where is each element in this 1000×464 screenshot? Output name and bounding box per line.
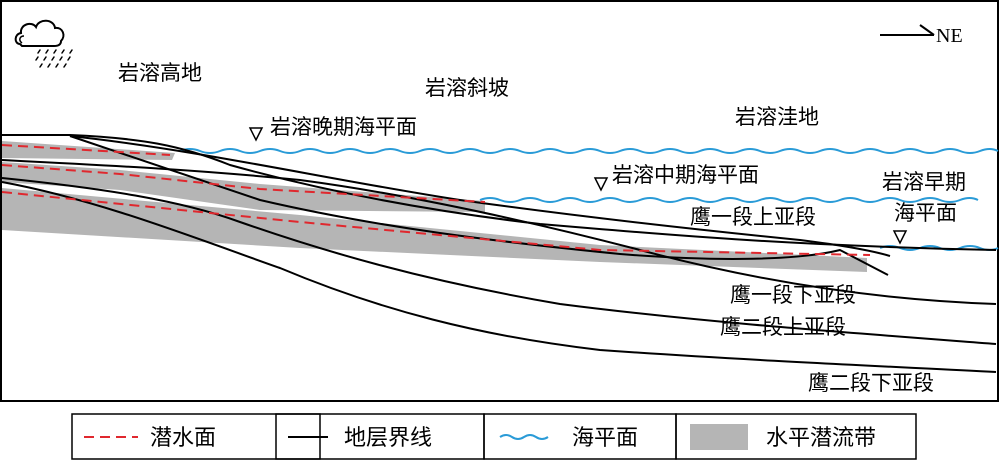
legend-label-sea-level: 海平面 — [572, 426, 638, 451]
legend-box-flow-zone — [675, 413, 917, 460]
legend-label-water-table: 潜水面 — [150, 426, 216, 451]
water-table-middle — [1, 164, 486, 203]
sea-level-triangle-icon — [248, 127, 908, 245]
water-table-upper — [1, 144, 171, 156]
middle-sea-level-line — [479, 197, 979, 203]
ne-arrow-icon — [880, 24, 935, 36]
late-sea-level-marker — [248, 127, 264, 142]
zone-label-highland: 岩溶高地 — [118, 61, 202, 85]
flow-zone-lower — [2, 188, 867, 272]
legend-label-stratum: 地层界线 — [344, 426, 432, 451]
diagram-frame — [0, 0, 999, 402]
zone-label-slope: 岩溶斜坡 — [425, 76, 509, 100]
zone-label-depression: 岩溶洼地 — [735, 105, 819, 129]
stratum-label-ying2-upper: 鹰二段上亚段 — [720, 315, 846, 339]
stratum-line-ying1-upper-base — [69, 135, 891, 257]
legend-label-flow-zone: 水平潜流带 — [766, 426, 876, 451]
water-table-lines — [1, 144, 871, 256]
stratum-line-ying2-lower-base — [1, 181, 997, 373]
early-sea-level-label-line1: 岩溶早期 — [882, 170, 966, 194]
late-sea-level-line — [179, 148, 999, 154]
stratum-line-ying2-upper-base — [1, 177, 997, 345]
stratum-label-ying1-lower: 鹰一段下亚段 — [730, 283, 856, 307]
middle-sea-level-marker — [593, 177, 609, 192]
legend: 潜水面 地层界线 海平面 水平潜流带 — [71, 413, 917, 460]
stratum-label-ying1-upper: 鹰一段上亚段 — [690, 205, 816, 229]
direction-label: NE — [936, 25, 963, 47]
ground-surface-line — [2, 134, 997, 251]
water-table-lower — [1, 191, 871, 256]
legend-swatch-flow-zone — [690, 424, 748, 450]
stratum-line-ying1-lower-base — [1, 159, 997, 305]
early-sea-level-label-line2: 海平面 — [894, 201, 957, 225]
legend-swatch-sea-level — [499, 434, 549, 440]
early-sea-level-marker — [892, 230, 908, 245]
stratum-label-ying2-lower: 鹰二段下亚段 — [808, 371, 934, 395]
fault-line — [69, 135, 889, 276]
rain-cloud-icon — [14, 19, 73, 68]
middle-sea-level-label: 岩溶中期海平面 — [612, 163, 759, 187]
late-sea-level-label: 岩溶晚期海平面 — [270, 115, 417, 139]
stratum-boundaries — [1, 134, 997, 373]
